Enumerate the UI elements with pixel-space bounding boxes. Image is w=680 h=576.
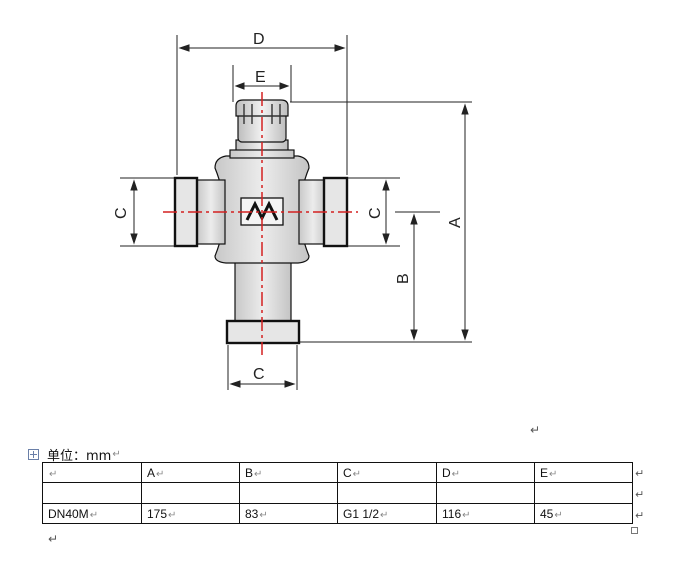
extension-lines [120, 35, 472, 390]
dimension-c-right [382, 179, 390, 245]
row-end-mark: ↵ [635, 509, 645, 522]
table-cell[interactable] [239, 482, 338, 504]
table-row: DN40M↵ 175↵ 83↵ G1 1/2↵ 116↵ 45↵ [42, 503, 633, 524]
cell-mark: ↵ [462, 509, 471, 521]
paragraph-mark: ↵ [48, 532, 59, 546]
table-header-row: ↵ A↵ B↵ C↵ D↵ E↵ [42, 462, 633, 483]
row-end-mark: ↵ [635, 467, 645, 480]
label-b: B [395, 273, 412, 284]
table-cell[interactable]: C↵ [337, 462, 437, 483]
dimension-table: ↵ A↵ B↵ C↵ D↵ E↵ DN40M↵ 175↵ 83↵ G1 1/2↵… [42, 462, 633, 524]
label-a: A [447, 217, 464, 228]
table-cell[interactable]: ↵ [42, 462, 142, 483]
unit-line: 单位：mm↵ [28, 445, 121, 464]
center-lines [163, 92, 358, 355]
unit-label: 单位：mm [47, 448, 112, 464]
table-cell[interactable]: B↵ [239, 462, 338, 483]
dimension-a [461, 103, 469, 341]
cell-mark: ↵ [49, 468, 58, 480]
label-c-bottom: C [253, 366, 265, 383]
table-cell[interactable] [337, 482, 437, 504]
table-blank-row [42, 482, 633, 504]
cell-mark: ↵ [380, 509, 389, 521]
valve-dimension-drawing: D E A B C C C [113, 31, 472, 390]
dimension-e [234, 82, 290, 90]
dimension-b [410, 213, 418, 341]
table-cell[interactable]: DN40M↵ [42, 503, 142, 524]
valve-body [173, 99, 349, 345]
table-cell[interactable]: E↵ [534, 462, 633, 483]
table-cell[interactable]: G1 1/2↵ [337, 503, 437, 524]
dimension-c-left [130, 179, 138, 245]
table-cell[interactable] [141, 482, 240, 504]
cap-ribs [243, 104, 281, 124]
table-cell[interactable] [534, 482, 633, 504]
cell-mark: ↵ [89, 509, 99, 521]
cell-mark: ↵ [259, 509, 268, 521]
label-c-right: C [367, 207, 384, 219]
cell-mark: ↵ [549, 468, 558, 480]
table-cell[interactable]: A↵ [141, 462, 240, 483]
dimension-d [178, 44, 346, 52]
table-cell[interactable] [436, 482, 535, 504]
row-end-mark: ↵ [635, 488, 645, 501]
cell-mark: ↵ [451, 468, 461, 480]
cell-mark: ↵ [554, 509, 563, 521]
table-cell[interactable] [42, 482, 142, 504]
label-e: E [255, 69, 266, 86]
cell-mark: ↵ [156, 468, 165, 480]
label-c-left: C [113, 207, 130, 219]
cell-mark: ↵ [168, 509, 177, 521]
dimension-c-bottom [229, 380, 296, 388]
table-cell[interactable]: 175↵ [141, 503, 240, 524]
table-cell[interactable]: 45↵ [534, 503, 633, 524]
table-cell[interactable]: 83↵ [239, 503, 338, 524]
table-move-handle-icon[interactable] [28, 448, 39, 460]
cell-mark: ↵ [352, 468, 362, 480]
table-cell[interactable]: D↵ [436, 462, 535, 483]
paragraph-mark: ↵ [112, 448, 121, 460]
label-d: D [253, 31, 265, 48]
table-cell[interactable]: 116↵ [436, 503, 535, 524]
table-resize-handle[interactable] [631, 527, 638, 534]
cell-mark: ↵ [254, 468, 263, 480]
paragraph-mark: ↵ [530, 423, 541, 437]
